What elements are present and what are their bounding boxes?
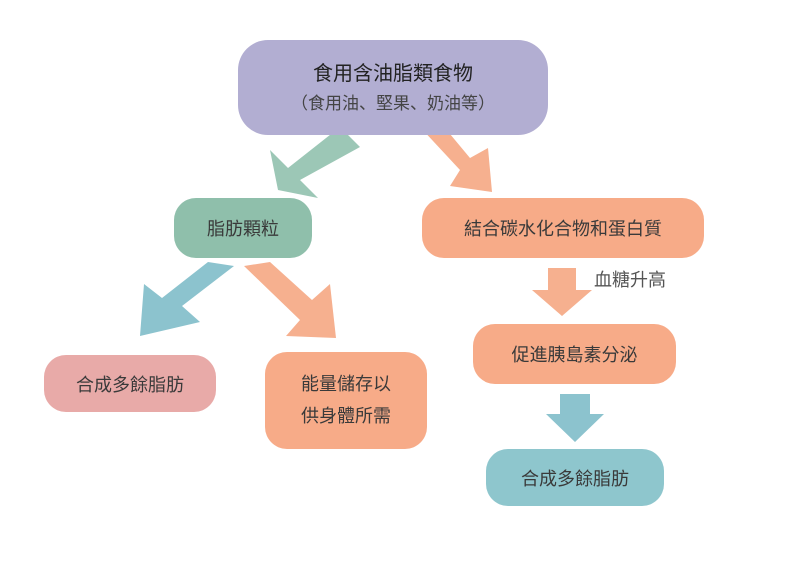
node-fat-particles: 脂肪顆粒: [174, 198, 312, 258]
node-combine-label: 結合碳水化合物和蛋白質: [464, 219, 662, 240]
node-insulin-secretion: 促進胰島素分泌: [473, 324, 676, 384]
node-energy-line2: 供身體所需: [301, 405, 391, 427]
arrow-particles-to-energy: [244, 262, 336, 338]
node-energy-storage: 能量儲存以 供身體所需: [265, 352, 427, 449]
node-combine-carbs-protein: 結合碳水化合物和蛋白質: [422, 198, 704, 258]
arrow-top-to-combine: [420, 122, 492, 192]
arrow-particles-to-fat-left: [140, 262, 234, 336]
arrow-combine-to-insulin: [532, 268, 592, 316]
node-excess-fat-right: 合成多餘脂肪: [486, 449, 664, 506]
node-insulin-label: 促進胰島素分泌: [511, 345, 638, 366]
node-excess-fat-left: 合成多餘脂肪: [44, 355, 216, 412]
node-energy-line1: 能量儲存以: [301, 373, 391, 395]
node-excess-fat-left-label: 合成多餘脂肪: [76, 374, 184, 396]
node-oily-food: 食用含油脂類食物 （食用油、堅果、奶油等）: [238, 40, 548, 135]
node-excess-fat-right-label: 合成多餘脂肪: [521, 468, 629, 490]
label-blood-sugar-rise: 血糖升高: [594, 270, 666, 291]
node-oily-food-examples: （食用油、堅果、奶油等）: [291, 93, 495, 114]
arrow-insulin-to-fat-right: [546, 394, 604, 442]
node-fat-particles-label: 脂肪顆粒: [207, 219, 279, 240]
node-oily-food-title: 食用含油脂類食物: [313, 60, 473, 85]
arrow-top-to-particles: [270, 127, 360, 198]
